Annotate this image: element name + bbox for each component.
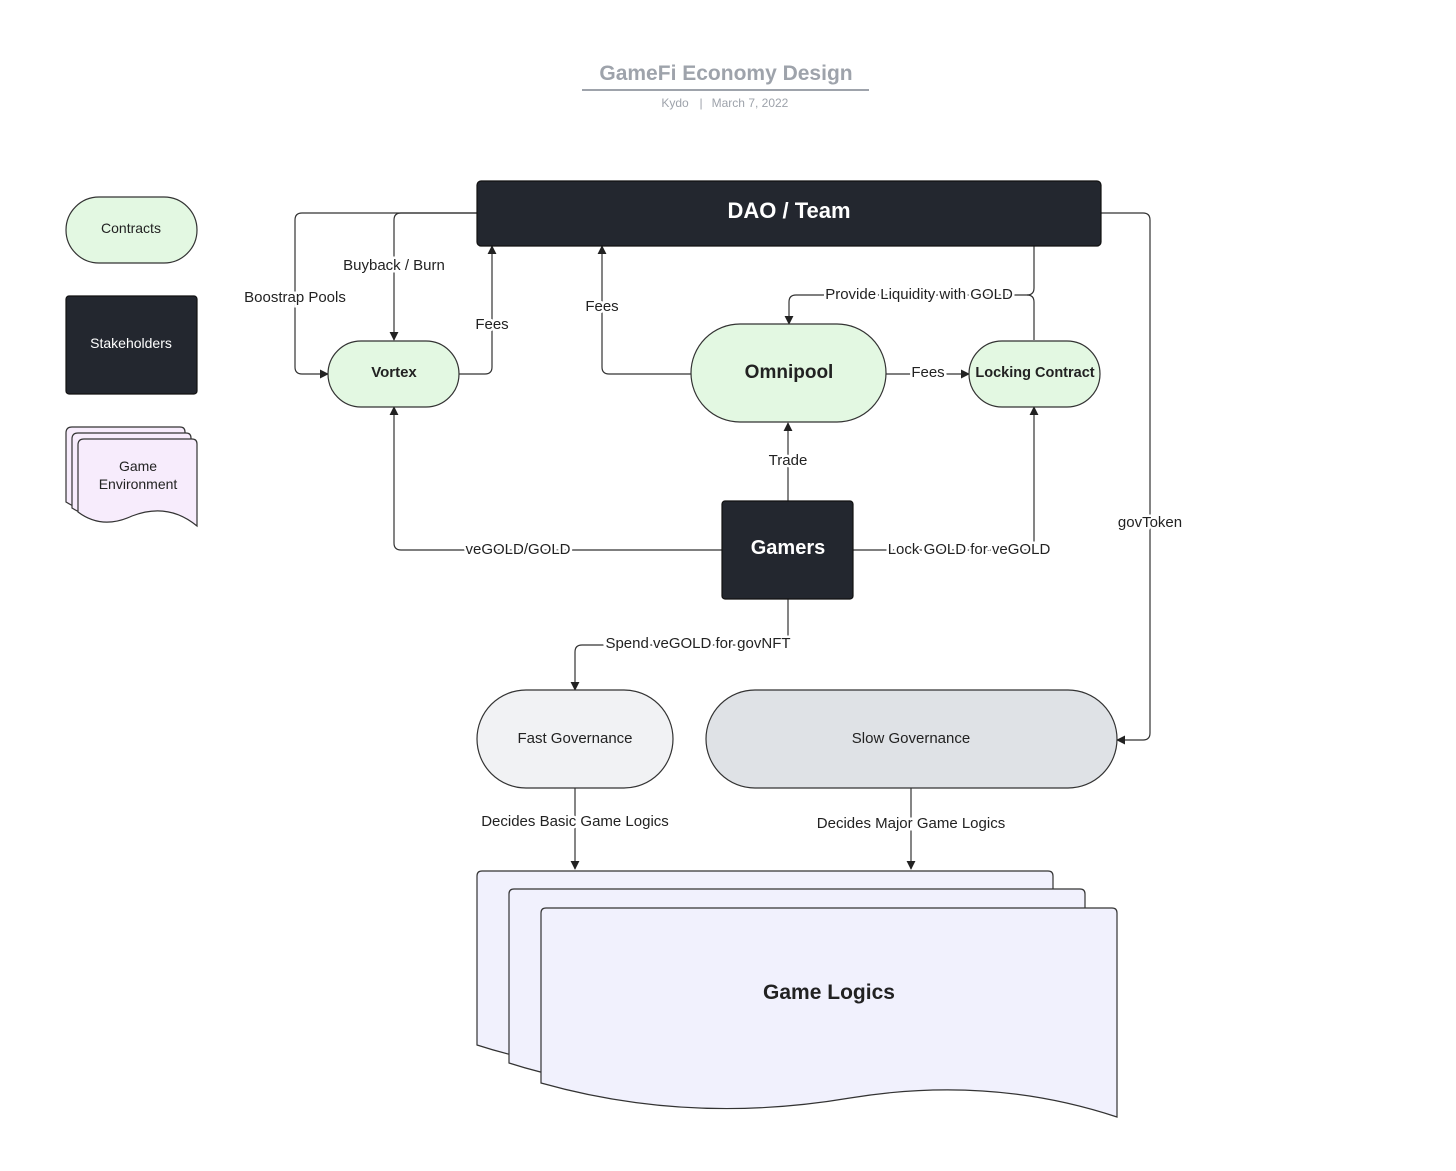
slow-governance-label: Slow Governance bbox=[852, 730, 970, 747]
edge-label-fees-vortex: Fees bbox=[475, 316, 508, 333]
legend-contracts-label: Contracts bbox=[101, 220, 161, 236]
edge-label-spend-vegold: Spend veGOLD for govNFT bbox=[605, 635, 790, 652]
edge-label-gov-token: govToken bbox=[1118, 514, 1182, 531]
edge-fees-vortex bbox=[459, 245, 497, 375]
fast-governance-label: Fast Governance bbox=[517, 730, 632, 747]
edge-label-decides-basic: Decides Basic Game Logics bbox=[481, 813, 669, 830]
gamers-label: Gamers bbox=[751, 537, 826, 559]
locking-contract-label: Locking Contract bbox=[975, 365, 1094, 381]
legend-environment-label-1: Game bbox=[119, 458, 157, 474]
author: Kydo bbox=[661, 96, 689, 110]
edge-boostrap-pools bbox=[294, 212, 477, 379]
edge-label-trade: Trade bbox=[769, 452, 808, 469]
edge-spend-vegold bbox=[570, 599, 789, 691]
omnipool-label: Omnipool bbox=[745, 362, 834, 383]
edge-label-vegold-gold: veGOLD/GOLD bbox=[465, 541, 570, 558]
edge-locking-to-dao bbox=[1026, 294, 1035, 340]
game-logics-label: Game Logics bbox=[763, 981, 895, 1004]
edge-label-boostrap-pools: Boostrap Pools bbox=[244, 289, 346, 306]
edge-buyback-burn bbox=[389, 212, 477, 341]
header-separator: | bbox=[699, 96, 702, 110]
edge-label-lock-gold: Lock GOLD for veGOLD bbox=[888, 541, 1051, 558]
edge-label-provide-liquidity: Provide Liquidity with GOLD bbox=[825, 286, 1013, 303]
edge-vegold-gold bbox=[389, 406, 722, 551]
edge-label-decides-major: Decides Major Game Logics bbox=[817, 815, 1005, 832]
legend-stakeholders-label: Stakeholders bbox=[90, 335, 172, 351]
vortex-label: Vortex bbox=[371, 364, 417, 381]
gamers-node bbox=[721, 500, 854, 600]
legend-environment-front bbox=[77, 438, 198, 528]
edge-fees-omnipool bbox=[597, 245, 691, 375]
legend-stakeholders-shape bbox=[65, 295, 198, 395]
dao-team-node bbox=[476, 180, 1102, 247]
fast-governance-node bbox=[476, 689, 674, 789]
dao-team-label: DAO / Team bbox=[727, 198, 850, 223]
edge-label-fees-locking: Fees bbox=[911, 364, 944, 381]
slow-governance-node bbox=[705, 689, 1118, 789]
legend-contracts-shape bbox=[65, 196, 198, 264]
edge-label-fees-omnipool: Fees bbox=[585, 298, 618, 315]
edge-gov-token bbox=[1101, 212, 1151, 745]
edge-label-buyback-burn: Buyback / Burn bbox=[343, 257, 445, 274]
locking-contract-node bbox=[968, 340, 1101, 408]
vortex-node bbox=[327, 340, 460, 408]
legend-environment-label-2: Environment bbox=[99, 476, 178, 492]
omnipool-node bbox=[690, 323, 887, 423]
edge-lock-gold bbox=[853, 406, 1039, 551]
edge-provide-liquidity bbox=[784, 246, 1035, 325]
date: March 7, 2022 bbox=[712, 96, 789, 110]
page-title: GameFi Economy Design bbox=[599, 62, 852, 85]
game-logics-front bbox=[540, 907, 1118, 1118]
